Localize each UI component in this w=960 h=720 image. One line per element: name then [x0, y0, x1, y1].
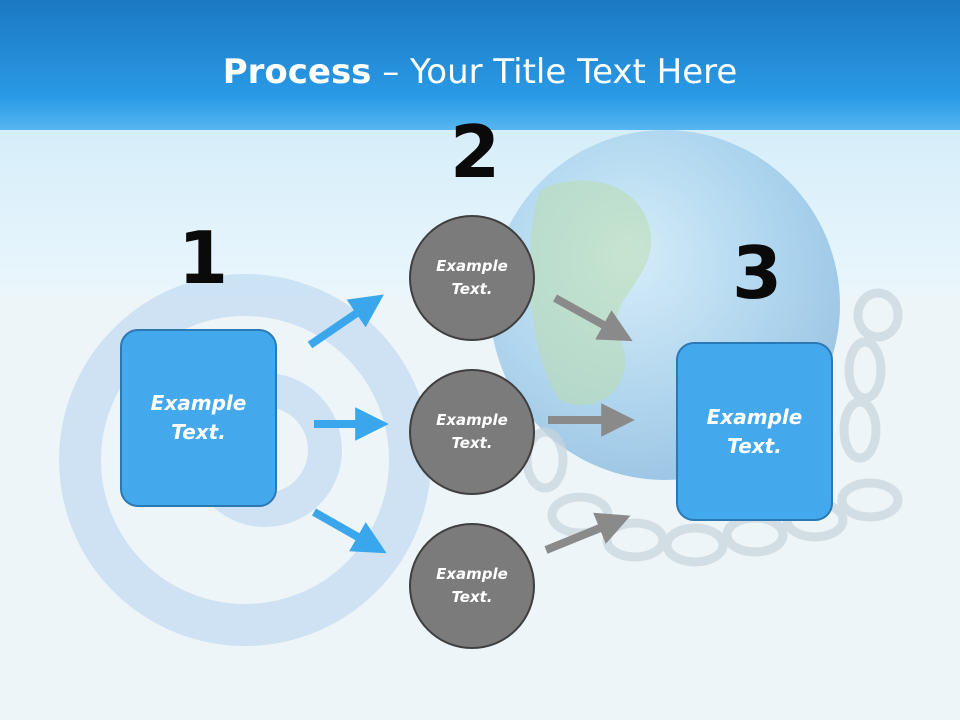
- step-3-label: Example Text.: [706, 404, 803, 458]
- step-number-3: 3: [732, 231, 783, 315]
- circle-bottom-label: Example Text.: [436, 565, 508, 606]
- process-circle-top: Example Text.: [409, 215, 535, 341]
- process-circle-bottom: Example Text.: [409, 523, 535, 649]
- circle-top-label: Example Text.: [436, 257, 508, 298]
- step-number-1: 1: [178, 216, 229, 300]
- slide-title: Process – Your Title Text Here: [0, 52, 960, 92]
- step-1-label: Example Text.: [150, 391, 247, 444]
- circle-middle-label: Example Text.: [436, 411, 508, 452]
- title-bold: Process: [222, 52, 372, 92]
- arrow-from-top-circle: [553, 294, 633, 342]
- arrow-to-bottom-circle: [312, 508, 387, 554]
- step-3-box: Example Text.: [676, 342, 833, 521]
- process-circle-middle: Example Text.: [409, 369, 535, 495]
- step-1-box: Example Text.: [120, 329, 277, 507]
- step-number-2: 2: [450, 110, 501, 194]
- arrow-to-top-circle: [307, 294, 384, 349]
- title-rest: – Your Title Text Here: [371, 52, 738, 92]
- arrow-from-bottom-circle: [544, 512, 631, 554]
